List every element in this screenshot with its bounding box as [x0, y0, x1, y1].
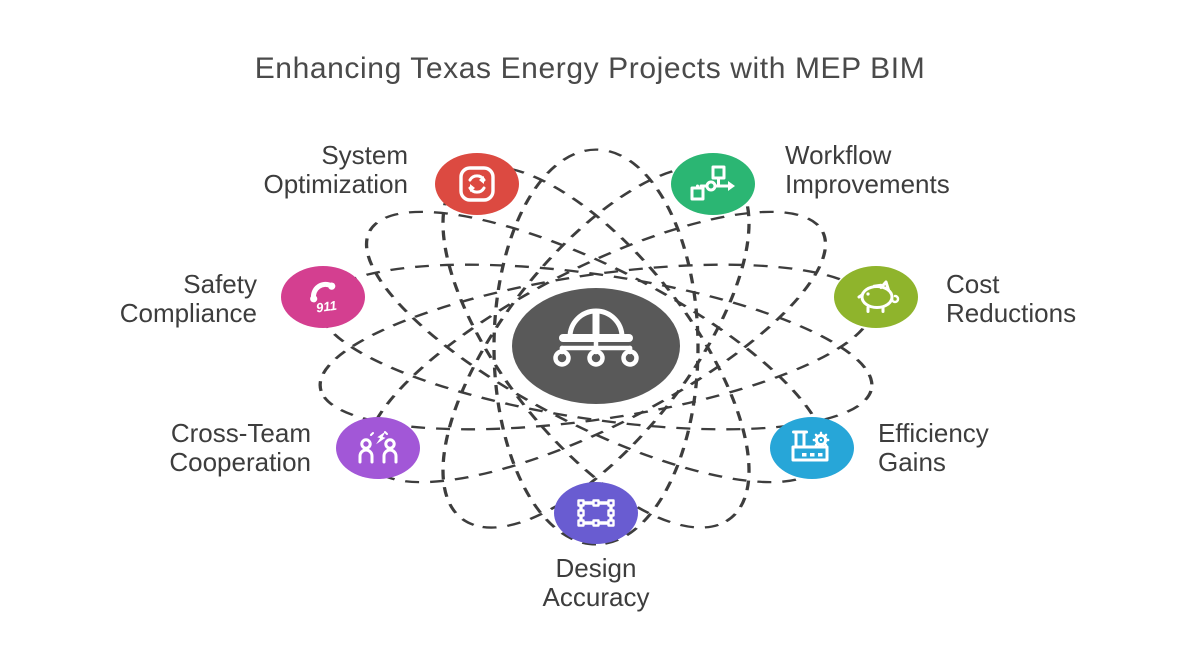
frame-anchors-icon	[577, 499, 615, 527]
node-cost-reductions	[834, 266, 918, 328]
label-line: Cooperation	[169, 447, 311, 477]
node-circle	[554, 482, 638, 544]
label-line: Compliance	[119, 298, 257, 328]
emergency-number-text: 911	[315, 298, 338, 316]
node-circle	[336, 417, 420, 479]
label-line: Workflow	[785, 140, 892, 170]
label-line: Reductions	[946, 298, 1077, 328]
node-workflow-improvements	[671, 153, 755, 215]
center-hub	[512, 288, 680, 404]
label-cost-reductions: Cost Reductions	[946, 270, 1166, 328]
node-system-optimization	[435, 153, 519, 215]
label-workflow-improvements: Workflow Improvements	[785, 141, 1085, 199]
factory-gear-icon	[791, 430, 830, 462]
orbit-ring	[492, 148, 700, 546]
sync-loop-icon	[459, 166, 495, 202]
node-circle	[435, 153, 519, 215]
emergency-phone-icon: 911	[310, 281, 338, 316]
label-line: Safety	[183, 269, 257, 299]
label-line: Optimization	[263, 169, 409, 199]
node-design-accuracy	[554, 482, 638, 544]
label-efficiency-gains: Efficiency Gains	[878, 419, 1098, 477]
page-title: Enhancing Texas Energy Projects with MEP…	[254, 52, 926, 85]
node-circle	[281, 266, 365, 328]
label-line: Cost	[946, 269, 1000, 299]
label-line: System	[321, 140, 408, 170]
flowchart-icon	[690, 165, 735, 201]
label-line: Gains	[878, 447, 946, 477]
label-cross-team-cooperation: Cross-Team Cooperation	[71, 419, 311, 477]
node-cross-team-cooperation	[336, 417, 420, 479]
node-efficiency-gains	[770, 417, 854, 479]
label-line: Improvements	[785, 169, 950, 199]
piggy-bank-icon	[857, 280, 900, 313]
node-safety-compliance: 911	[281, 266, 365, 328]
label-line: Cross-Team	[170, 418, 311, 448]
team-spark-icon	[358, 431, 398, 464]
node-circle	[834, 266, 918, 328]
label-line: Design	[555, 553, 637, 583]
hard-hat-network-icon	[553, 308, 639, 367]
label-line: Accuracy	[542, 582, 650, 612]
label-safety-compliance: Safety Compliance	[17, 270, 257, 328]
label-design-accuracy: Design Accuracy	[471, 554, 721, 612]
label-system-optimization: System Optimization	[128, 140, 409, 199]
label-line: Efficiency	[878, 418, 989, 448]
